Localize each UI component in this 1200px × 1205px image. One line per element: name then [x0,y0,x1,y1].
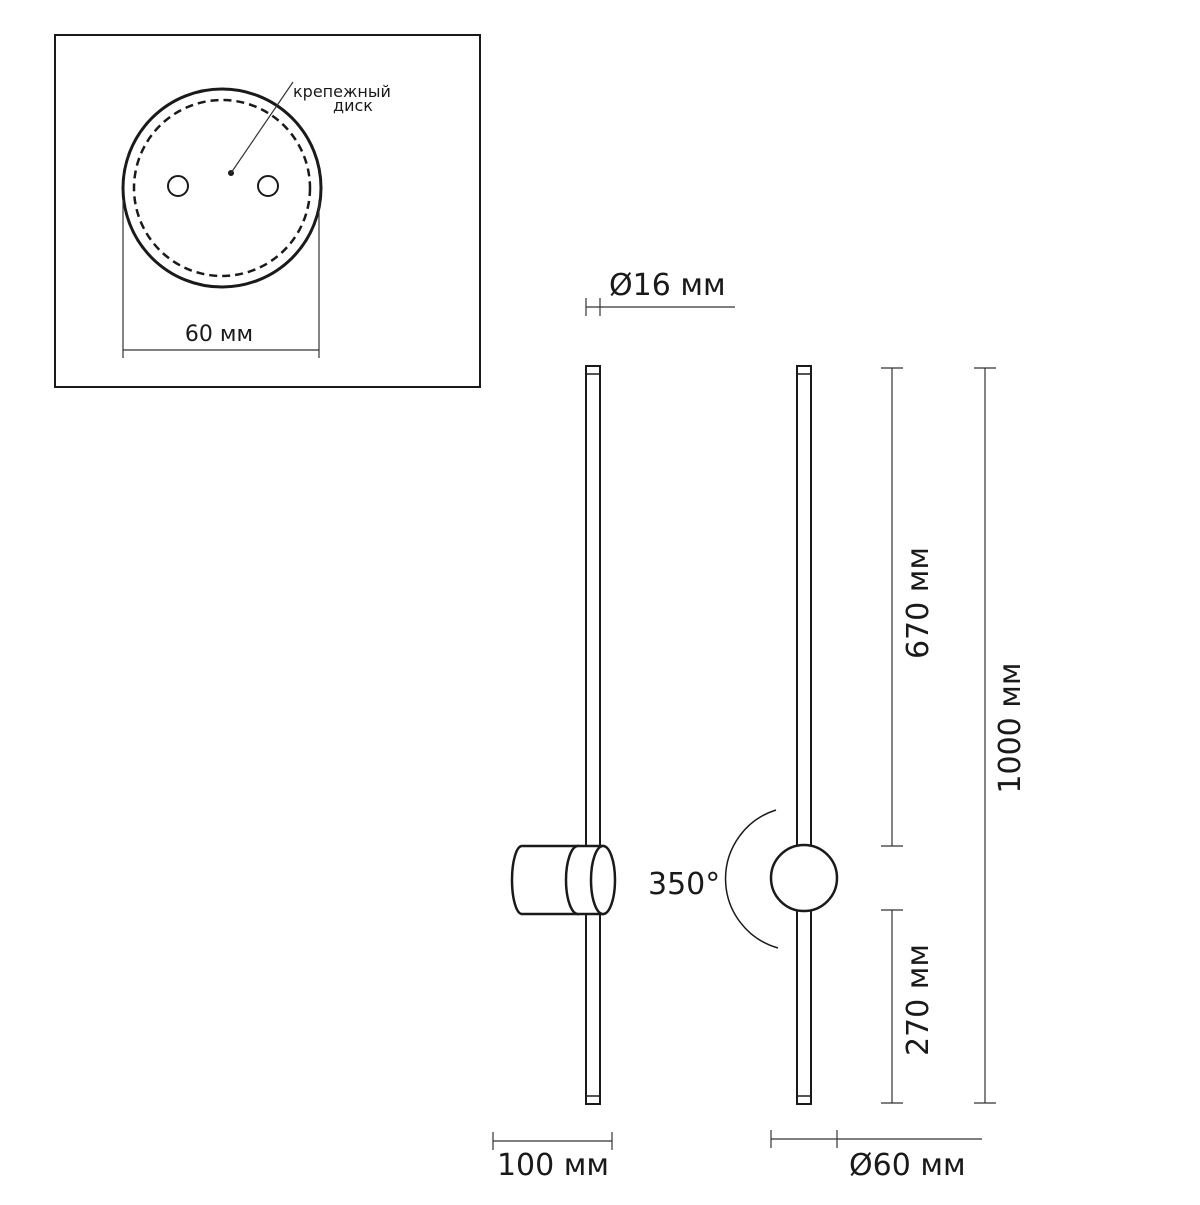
mounting-hole-right [257,175,279,197]
side-view: Ø16 мм 100 мм [492,268,735,1183]
inset-frame [54,34,481,388]
rod-diameter-label: Ø16 мм [609,268,726,303]
disc-label-line2: диск [333,96,373,115]
disc-label-line1: крепежный [293,82,391,101]
front-round-base [769,843,839,913]
base-diameter-label: Ø60 мм [849,1148,966,1183]
mounting-disc-outer [121,87,323,289]
lower-length-label: 270 мм [901,944,936,1056]
disc-leader-line [230,81,294,174]
rotation-label: 350° [648,867,720,902]
mounting-disc-inset: крепежный диск 60 мм [54,34,481,388]
side-rod [585,365,601,1105]
disc-width-label: 60 мм [185,322,253,347]
upper-length-label: 670 мм [901,547,936,659]
side-mount-body [510,844,617,916]
front-view: 350° Ø60 мм 670 мм 270 мм 1000 мм [648,365,1028,1183]
mounting-hole-left [167,175,189,197]
rotation-arc [724,809,779,949]
total-length-label: 1000 мм [993,662,1028,793]
mounting-disc-dashed [132,98,312,278]
depth-label: 100 мм [497,1148,609,1183]
front-rod [796,365,812,1105]
